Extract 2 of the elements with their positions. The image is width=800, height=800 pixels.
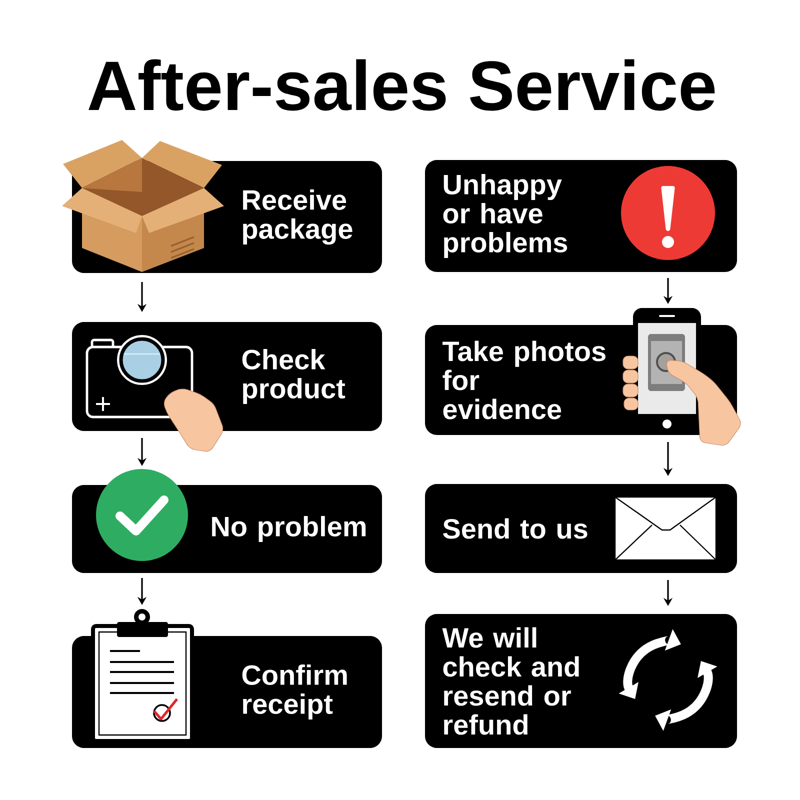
title: After-sales Service [88,59,715,111]
step-box: We will check and resend or refund [425,614,737,748]
